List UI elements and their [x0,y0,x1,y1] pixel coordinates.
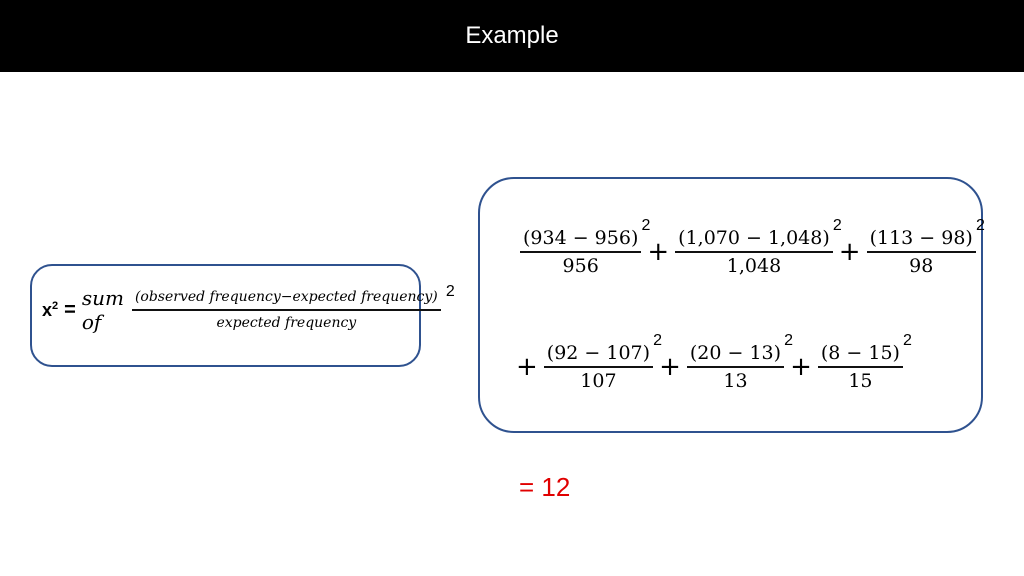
plus-sign: + [516,352,538,382]
term-denominator: 956 [562,255,599,277]
equals-sign: = [64,298,76,321]
term-fraction: (1,070 − 1,048) 1,048 2 [675,217,842,277]
term-numerator: (1,070 − 1,048) [678,227,830,249]
plus-sign: + [790,352,812,382]
term-numerator: (8 − 15) [820,342,900,364]
term-denominator: 15 [848,370,873,392]
formula-denominator: expected frequency [216,314,357,331]
slide-title: Example [465,22,559,49]
term-exponent: 2 [903,332,912,349]
fraction-bar [131,309,441,311]
term-fraction: (113 − 98) 98 2 [866,217,985,277]
formula-box: x2 = sum of (observed frequency−expected… [30,264,455,367]
term-exponent: 2 [641,217,651,234]
term-exponent: 2 [784,332,794,349]
fraction-bar [686,366,785,368]
term-numerator: (20 − 13) [689,342,782,364]
term-exponent: 2 [975,217,985,234]
term-denominator: 13 [723,370,748,392]
slide-header: Example [0,0,1024,72]
term-exponent: 2 [832,217,842,234]
term-numerator: (113 − 98) [869,227,973,249]
term-exponent: 2 [653,332,663,349]
calc-row-2: + (92 − 107) 107 2 + (20 − 13) 13 2 + (8… [510,332,912,392]
term-fraction: (8 − 15) 15 2 [817,332,912,392]
calc-row-1: (934 − 956) 956 2 + (1,070 − 1,048) 1,04… [520,217,985,277]
result-value: = 12 [519,472,571,502]
fraction-bar [543,366,654,368]
fraction-bar [817,366,903,368]
term-denominator: 107 [580,370,617,392]
term-denominator: 98 [909,255,934,277]
fraction-bar [675,251,833,253]
plus-sign: + [659,352,681,382]
term-denominator: 1,048 [726,255,782,277]
chi-square-formula: x2 = sum of (observed frequency−expected… [42,283,455,334]
formula-numerator: (observed frequency−expected frequency) [134,289,438,306]
formula-fraction: (observed frequency−expected frequency) … [131,283,455,331]
fraction-bar [866,251,976,253]
sum-of-text: sum of [81,286,124,334]
term-fraction: (20 − 13) 13 2 [686,332,793,392]
plus-sign: + [647,237,670,267]
term-fraction: (92 − 107) 107 2 [543,332,662,392]
term-numerator: (934 − 956) [523,227,639,249]
term-fraction: (934 − 956) 956 2 [520,217,650,277]
calculation-box: (934 − 956) 956 2 + (1,070 − 1,048) 1,04… [478,177,985,433]
term-numerator: (92 − 107) [546,342,651,364]
formula-exponent: 2 [445,283,455,301]
fraction-bar [520,251,642,253]
plus-sign: + [838,237,861,267]
chi-symbol: x2 [42,299,59,320]
